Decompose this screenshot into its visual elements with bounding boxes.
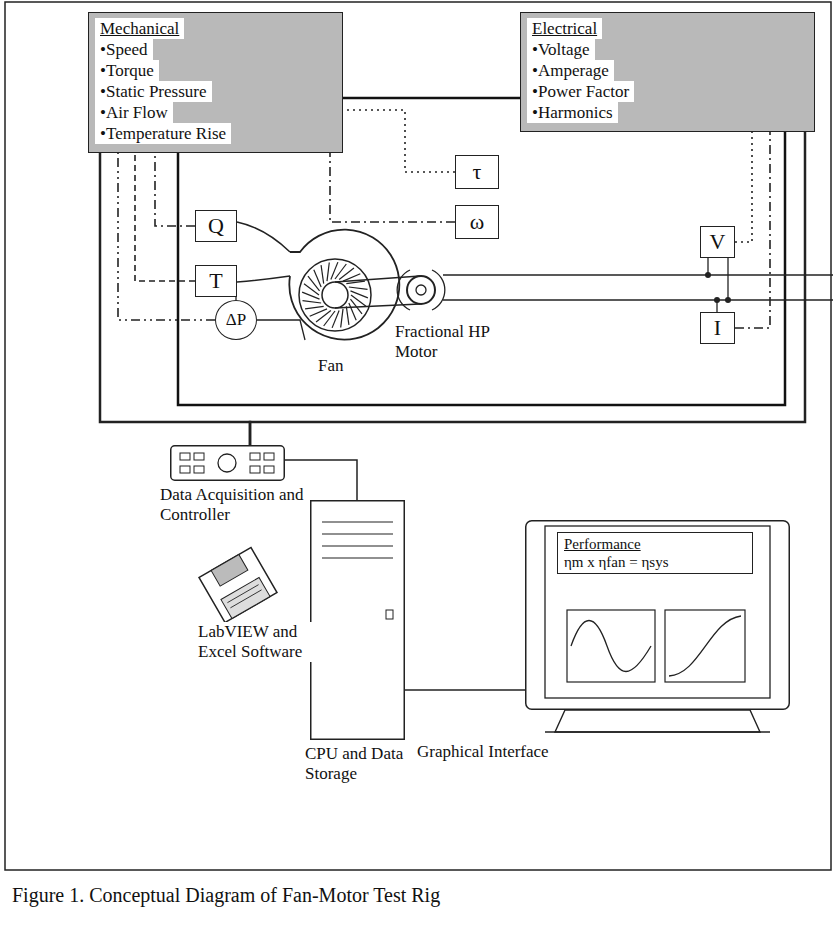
device-label: Data Acquisition and Controller — [160, 485, 330, 525]
fan-housing — [289, 230, 399, 340]
current-sensor: I — [700, 312, 735, 344]
panel-item: •Amperage — [527, 60, 614, 81]
blade — [350, 291, 367, 298]
blade — [341, 309, 343, 328]
impeller — [299, 259, 371, 331]
signal-connector — [155, 153, 195, 226]
measurement-panel: Electrical•Voltage•Amperage•Power Factor… — [520, 12, 815, 132]
blade — [349, 303, 356, 320]
performance-panel: Performanceηm x ηfan = ηsys — [557, 532, 753, 574]
blade — [305, 306, 324, 309]
signal-connector — [330, 153, 455, 222]
signal-connector — [343, 110, 455, 172]
voltage-sensor: V — [700, 226, 735, 258]
panel-item: •Air Flow — [95, 102, 173, 123]
figure-frame — [5, 2, 831, 870]
inlet-duct — [237, 276, 290, 282]
fan-hub — [322, 282, 348, 308]
speed-sensor: ω — [455, 205, 499, 239]
sensor-symbol: Q — [208, 213, 224, 239]
figure-caption: Figure 1. Conceptual Diagram of Fan-Moto… — [12, 884, 440, 907]
blade — [302, 301, 321, 303]
panel-item: •Temperature Rise — [95, 123, 231, 144]
panel-item: •Harmonics — [527, 102, 618, 123]
blade — [310, 309, 327, 316]
efficiency-formula: ηm x ηfan = ηsys — [564, 553, 746, 571]
floppy-disk — [199, 547, 277, 622]
drive-belt — [335, 276, 420, 282]
sensor-symbol: ΔP — [226, 310, 246, 330]
panel-item: •Static Pressure — [95, 81, 212, 102]
inlet-duct — [237, 222, 290, 252]
panel-heading: Performance — [564, 535, 746, 553]
supply-wire — [443, 274, 833, 276]
torque-sensor: τ — [455, 155, 499, 189]
blade — [346, 306, 349, 325]
fan-label: Fan — [318, 356, 358, 376]
panel-item: •Speed — [95, 39, 153, 60]
device-label: Graphical Interface — [417, 742, 577, 762]
sensor-symbol: I — [714, 315, 721, 341]
sensor-symbol: τ — [473, 159, 482, 185]
signal-connector — [735, 132, 770, 328]
cpu-tower: CPU and Data Storage — [310, 500, 405, 740]
blade — [314, 270, 321, 287]
blade — [324, 311, 335, 326]
blade — [327, 262, 329, 281]
impeller-blades — [302, 262, 368, 328]
junction-dot — [705, 272, 711, 278]
supply-wire — [443, 299, 833, 301]
pressure-sensor: ΔP — [215, 300, 257, 340]
motor-shaft — [416, 285, 426, 295]
blade — [349, 287, 368, 289]
signal-connector — [135, 153, 195, 281]
pressure-tap — [257, 320, 305, 340]
panel-item: •Voltage — [527, 39, 595, 60]
motor — [407, 276, 435, 304]
signal-connector — [735, 132, 752, 242]
daq-controller-drawing — [170, 445, 285, 481]
cpu-tower-drawing — [310, 500, 405, 740]
drive-belt — [335, 304, 420, 308]
signal-connector — [250, 132, 805, 445]
sensor-symbol: ω — [470, 209, 484, 235]
software-label: LabVIEW and Excel Software — [198, 622, 323, 662]
signal-connector — [405, 689, 525, 691]
junction-dot — [725, 297, 731, 303]
blade — [304, 284, 319, 295]
signal-connector — [100, 153, 250, 445]
panel-heading: Mechanical — [95, 18, 184, 39]
flow-sensor: Q — [195, 210, 237, 242]
blade — [335, 264, 346, 279]
panel-item: •Torque — [95, 60, 159, 81]
panel-heading: Electrical — [527, 18, 602, 39]
temperature-sensor: T — [195, 265, 237, 297]
monitor: Performanceηm x ηfan = ηsysGraphical Int… — [525, 520, 790, 710]
measurement-panel: Mechanical•Speed•Torque•Static Pressure•… — [88, 12, 343, 153]
voltage-tap — [727, 258, 728, 300]
blade — [321, 265, 324, 284]
motor-label: Fractional HP Motor — [395, 322, 495, 362]
sensor-symbol: T — [209, 268, 222, 294]
sensor-symbol: V — [710, 229, 726, 255]
daq-controller: Data Acquisition and Controller — [170, 445, 285, 481]
panel-item: •Power Factor — [527, 81, 634, 102]
junction-dot — [714, 297, 720, 303]
